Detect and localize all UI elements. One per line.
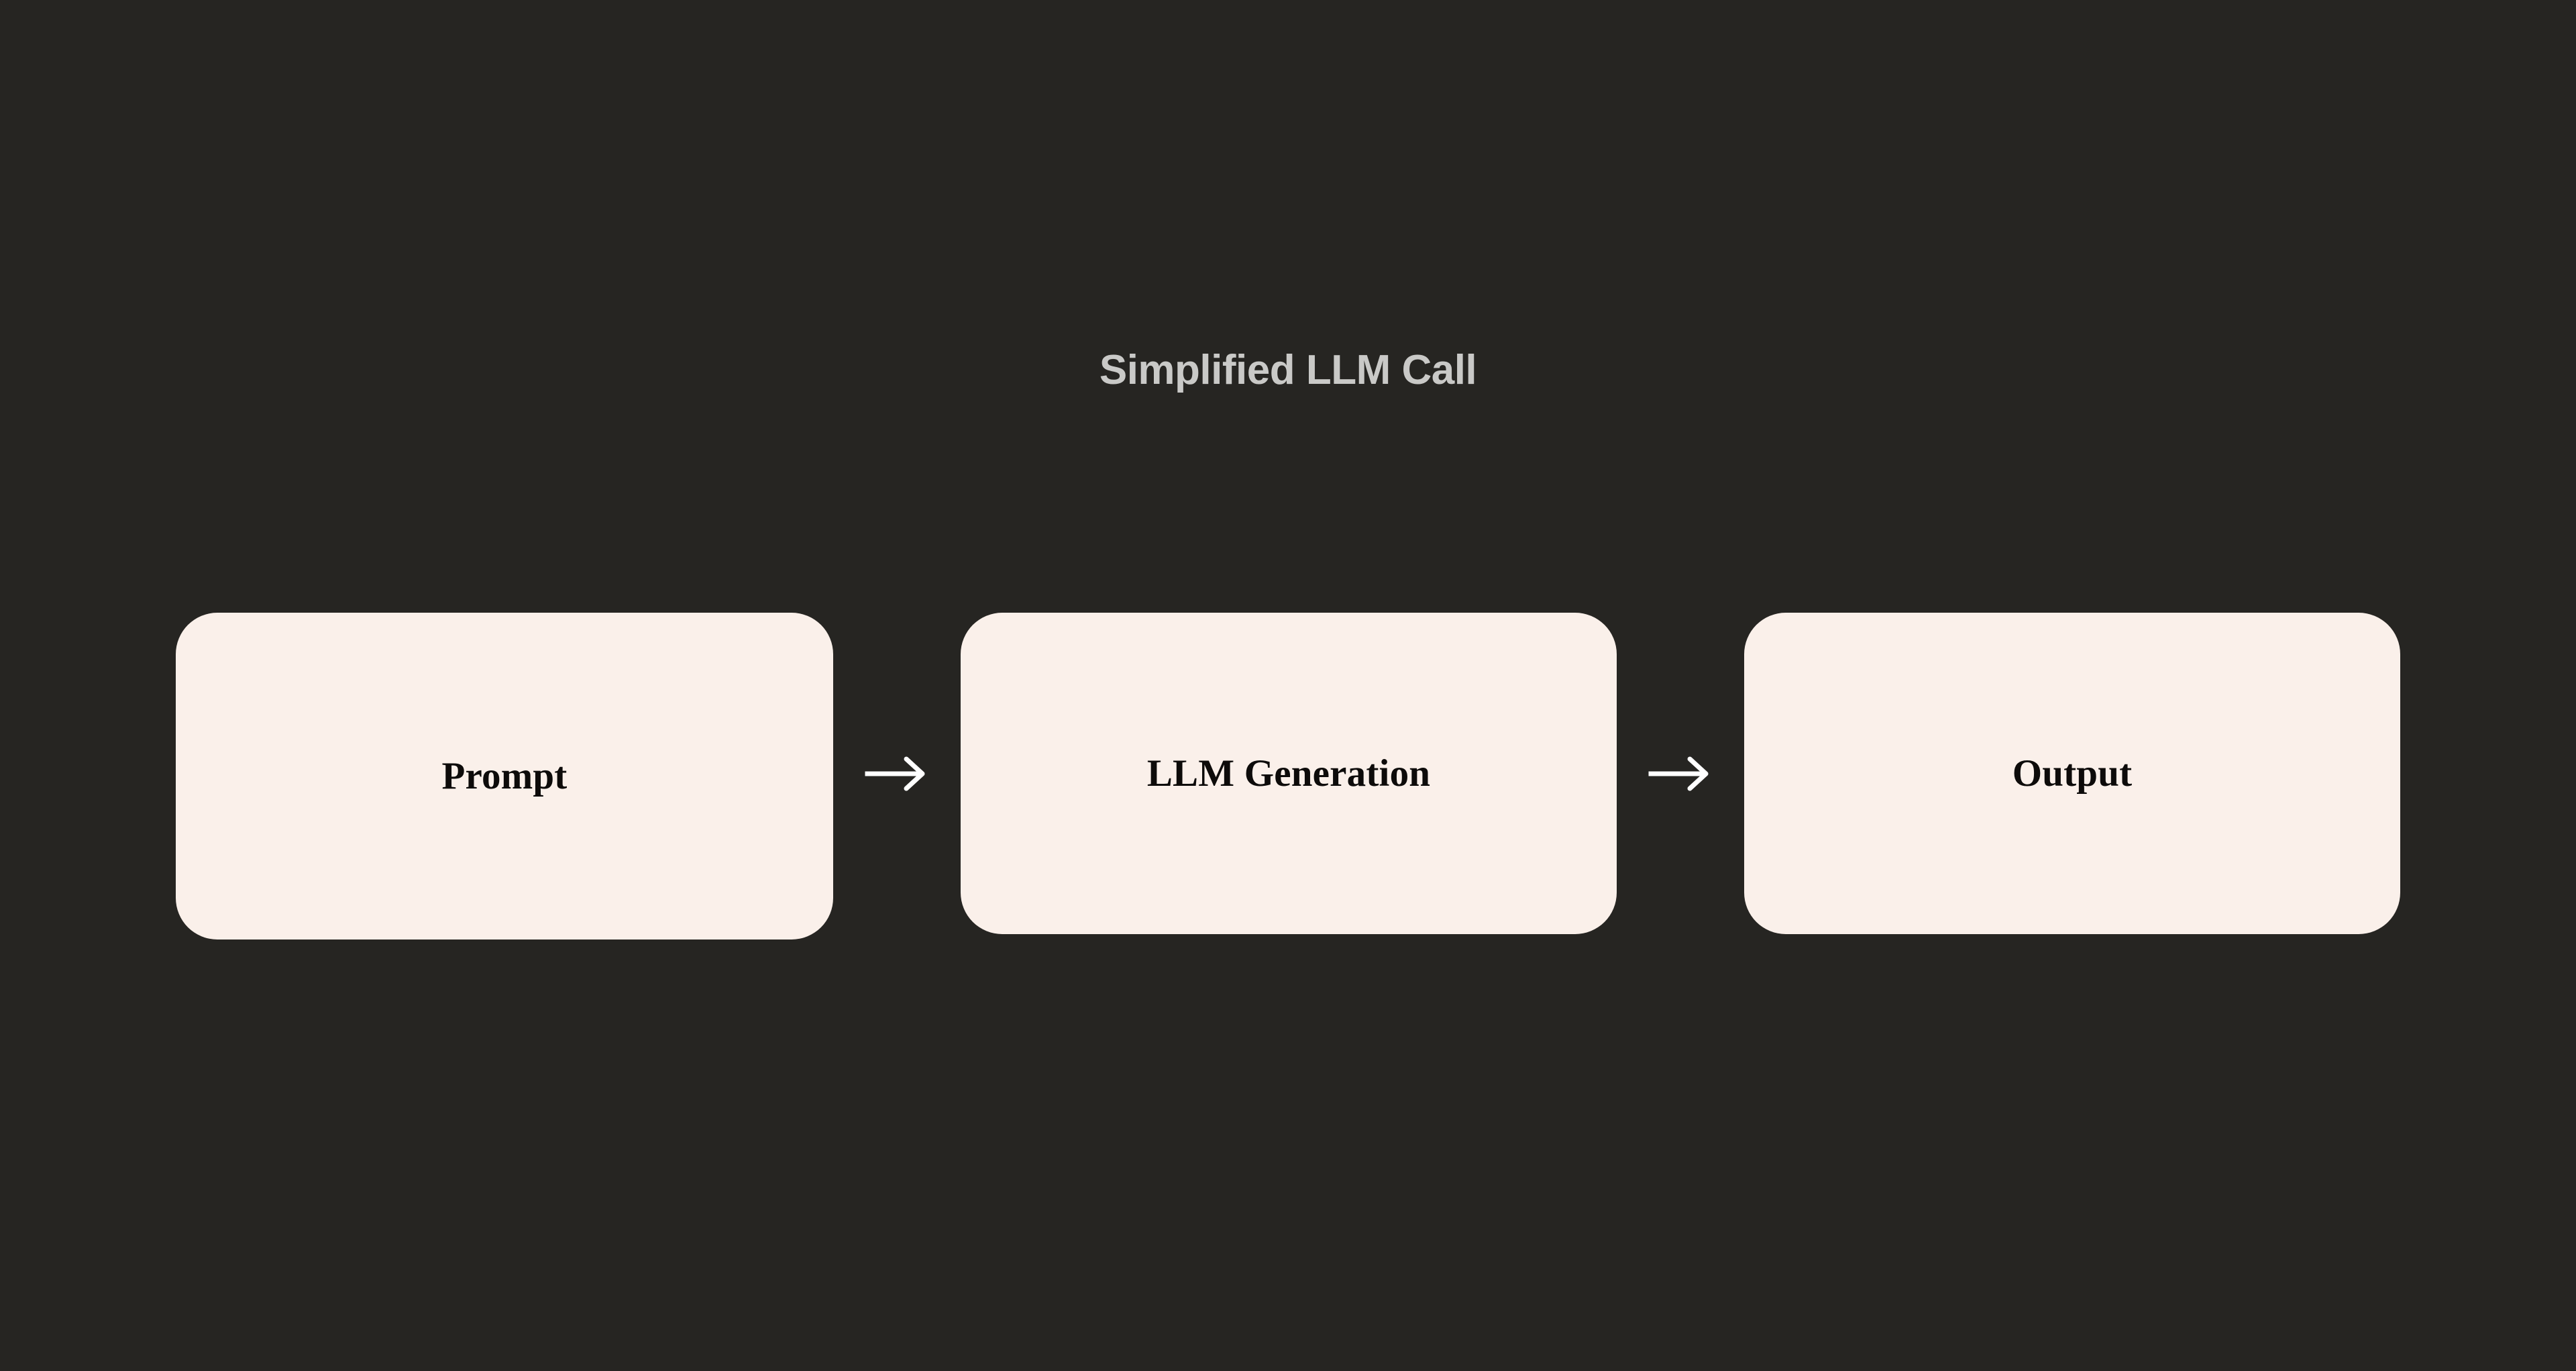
node-output-label: Output bbox=[2012, 752, 2133, 795]
arrow-right-icon bbox=[833, 613, 961, 934]
node-llm-generation[interactable]: LLM Generation bbox=[961, 613, 1617, 934]
node-prompt-label: Prompt bbox=[441, 754, 568, 797]
node-output[interactable]: Output bbox=[1744, 613, 2400, 934]
node-llm-generation-label: LLM Generation bbox=[1146, 752, 1431, 795]
flow-row: Prompt LLM Generation Output bbox=[176, 607, 2400, 943]
diagram-title: Simplified LLM Call bbox=[1099, 347, 1477, 393]
node-prompt[interactable]: Prompt bbox=[176, 613, 833, 940]
arrow-right-icon bbox=[1617, 613, 1744, 934]
